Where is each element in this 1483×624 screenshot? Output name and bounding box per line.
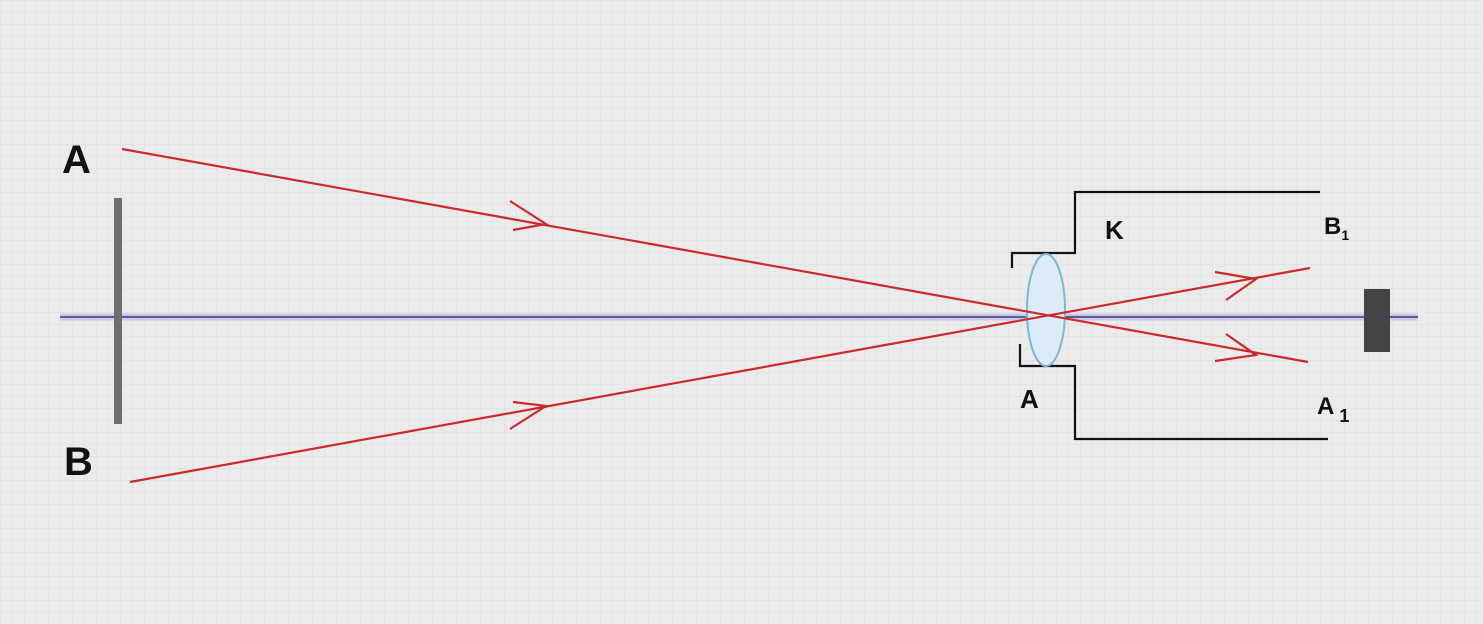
arrow-ray-b-right xyxy=(1214,270,1259,301)
label-image-bottom-letter: A xyxy=(1317,393,1334,420)
camera-box-bottom xyxy=(1018,344,1328,441)
label-image-top-letter: B xyxy=(1324,213,1341,240)
arrow-ray-a-left xyxy=(509,200,549,232)
camera-box-top xyxy=(1010,190,1320,268)
screen-icon xyxy=(1364,289,1390,352)
label-image-top-subscript: 1 xyxy=(1341,227,1349,243)
lens-icon xyxy=(1026,253,1066,367)
label-image-top: B1 xyxy=(1324,213,1349,243)
object-bar-icon xyxy=(114,198,122,424)
label-object-bottom: B xyxy=(64,440,93,484)
label-image-bottom-subscript: 1 xyxy=(1339,406,1349,426)
arrow-ray-b-left xyxy=(509,400,550,430)
ray-from-b xyxy=(129,266,1311,484)
light-rays xyxy=(121,147,1311,484)
label-object-top: A xyxy=(62,138,91,182)
arrow-ray-a-right xyxy=(1214,333,1259,363)
ray-from-a xyxy=(121,147,1309,364)
label-aperture: A xyxy=(1020,384,1039,414)
label-camera: K xyxy=(1105,215,1124,245)
